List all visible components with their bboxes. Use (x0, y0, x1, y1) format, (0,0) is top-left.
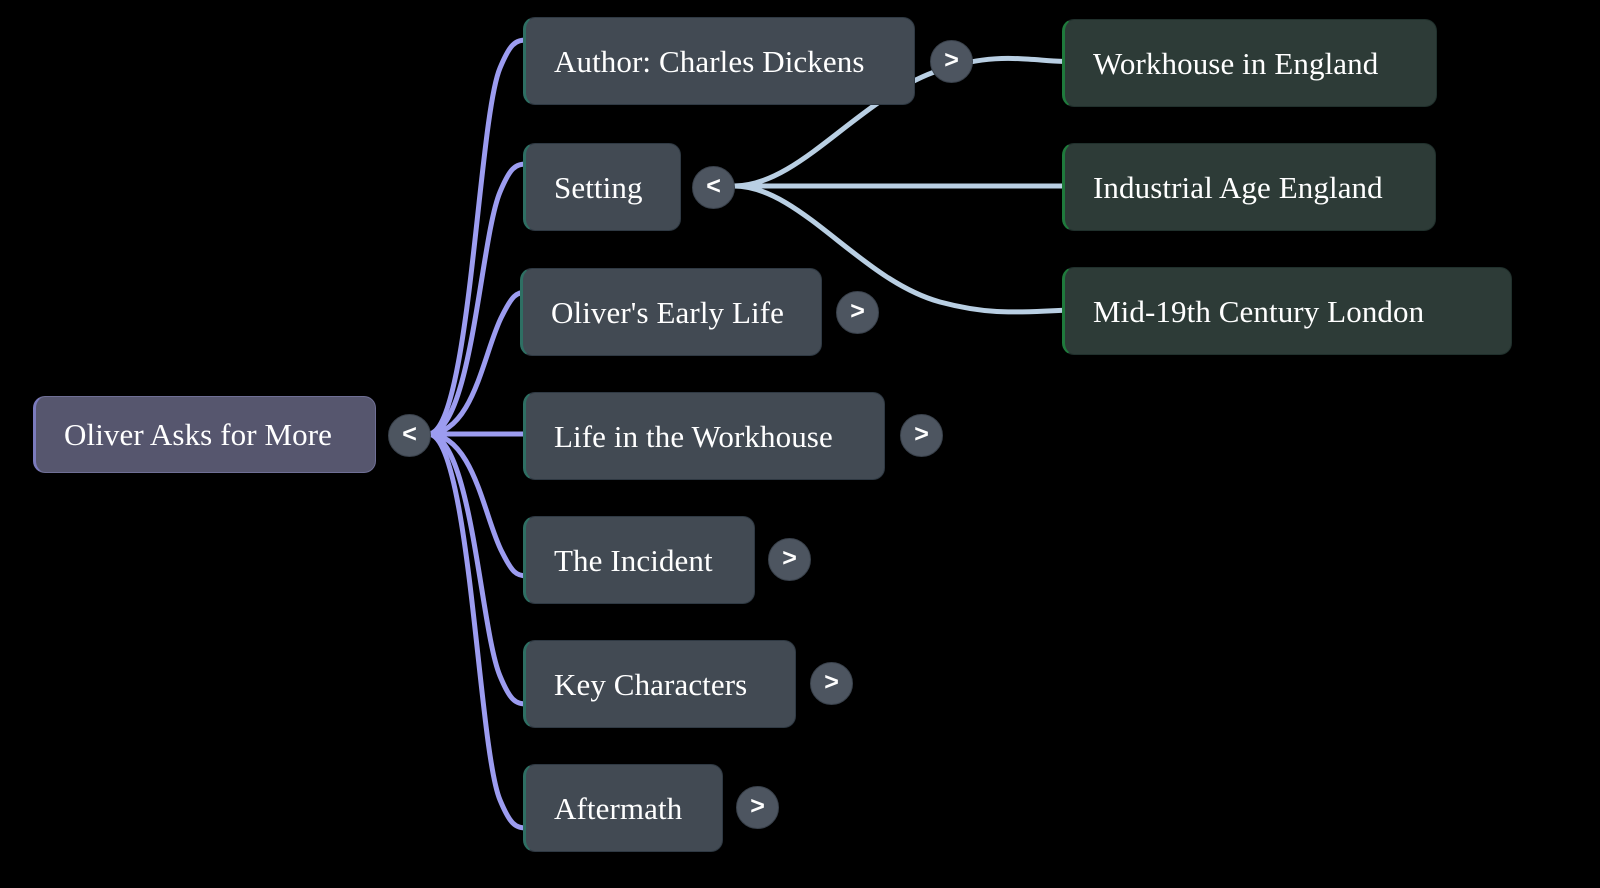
node-workhouse-life[interactable]: Life in the Workhouse (523, 392, 885, 480)
node-incident-label: The Incident (554, 542, 713, 578)
node-mid-19th-century-london[interactable]: Mid-19th Century London (1062, 267, 1512, 355)
node-setting-label: Setting (554, 169, 643, 205)
node-author[interactable]: Author: Charles Dickens (523, 17, 915, 105)
chevron-right-icon: > (914, 420, 929, 448)
toggle-workhouse-life[interactable]: > (900, 414, 943, 457)
root-edges (425, 37, 530, 831)
edge-root-to-early-life (425, 289, 530, 437)
node-workhouse-life-label: Life in the Workhouse (554, 418, 833, 454)
node-root-label: Oliver Asks for More (64, 417, 333, 452)
toggle-early-life[interactable]: > (836, 291, 879, 334)
node-industrial-age-england[interactable]: Industrial Age England (1062, 143, 1436, 231)
toggle-author[interactable]: > (930, 40, 973, 83)
node-setting[interactable]: Setting (523, 143, 681, 231)
node-mid-19th-century-london-label: Mid-19th Century London (1093, 293, 1425, 329)
toggle-root[interactable]: < (388, 414, 431, 457)
toggle-incident[interactable]: > (768, 538, 811, 581)
chevron-right-icon: > (782, 544, 797, 572)
edge-root-to-aftermath (425, 431, 530, 831)
node-early-life-label: Oliver's Early Life (551, 294, 785, 330)
node-author-label: Author: Charles Dickens (554, 43, 865, 79)
node-aftermath[interactable]: Aftermath (523, 764, 723, 852)
node-incident[interactable]: The Incident (523, 516, 755, 604)
edge-root-to-incident (425, 431, 530, 579)
node-key-characters-label: Key Characters (554, 666, 748, 702)
edge-root-to-setting (425, 161, 530, 437)
toggle-setting[interactable]: < (692, 166, 735, 209)
edge-root-to-key-characters (425, 431, 530, 707)
chevron-left-icon: < (706, 172, 721, 200)
node-aftermath-label: Aftermath (554, 790, 683, 826)
chevron-right-icon: > (824, 668, 839, 696)
chevron-right-icon: > (944, 46, 959, 74)
toggle-aftermath[interactable]: > (736, 786, 779, 829)
node-industrial-age-england-label: Industrial Age England (1093, 169, 1383, 205)
node-key-characters[interactable]: Key Characters (523, 640, 796, 728)
node-workhouse-in-england[interactable]: Workhouse in England (1062, 19, 1437, 107)
node-workhouse-in-england-label: Workhouse in England (1093, 45, 1379, 81)
chevron-right-icon: > (750, 792, 765, 820)
chevron-left-icon: < (402, 420, 417, 448)
toggle-key-characters[interactable]: > (810, 662, 853, 705)
node-root[interactable]: Oliver Asks for More (33, 396, 376, 473)
edge-root-to-author (425, 37, 530, 437)
node-early-life[interactable]: Oliver's Early Life (520, 268, 822, 356)
chevron-right-icon: > (850, 297, 865, 325)
